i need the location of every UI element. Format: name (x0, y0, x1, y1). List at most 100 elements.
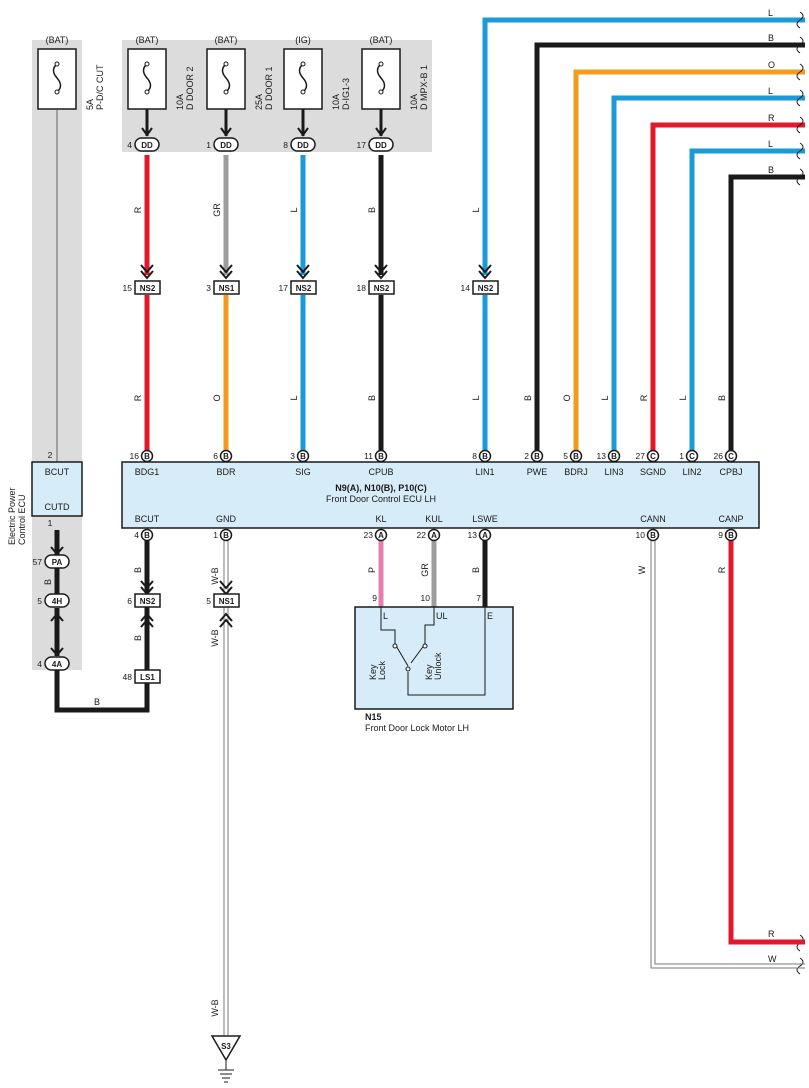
mid-wire-label-3: L (289, 395, 299, 400)
motor-term-e: E (487, 611, 493, 621)
ecu-top-num-7: 5 (563, 451, 568, 461)
fuse-symbol-icon (142, 63, 152, 93)
dd-pin-1: 4 (127, 140, 132, 150)
right-line-label-1: L (768, 8, 773, 18)
ns-code-2: NS1 (219, 284, 235, 293)
wire-sgnd (650, 122, 805, 452)
motor-term-ul: UL (436, 611, 448, 621)
motor-switch-circuit (380, 607, 486, 696)
fuse-d-mpx-b-1: (BAT) 10A D MPX-B 1 (361, 35, 429, 110)
ecu-top-name-6: PWE (527, 467, 548, 477)
ecu-bottom-conn-4: A (431, 531, 437, 540)
ecu-bottom-name-6: CANN (640, 514, 666, 524)
dd-pin-3: 8 (283, 140, 288, 150)
bottom-right-label-w: W (768, 954, 777, 964)
wire-bdrj (573, 69, 805, 452)
fuse-d-door-1: (BAT) 25A D DOOR 1 (206, 35, 274, 110)
power-ecu-label-1: Electric Power (7, 487, 17, 545)
lower-wire-label-4: W-B (210, 629, 220, 646)
ecu-top-num-10: 1 (679, 451, 684, 461)
motor-switch-lock-1: Key (368, 664, 378, 680)
motor-term-l: L (383, 611, 388, 621)
ecu-bottom-conn-1: B (144, 531, 150, 540)
motor-switch-lock-2: Lock (377, 660, 387, 680)
motor-pin-2: 10 (421, 593, 431, 603)
ecu-bottom-name-7: CANP (718, 514, 743, 524)
motor-name: Front Door Lock Motor LH (365, 723, 469, 733)
ecu-top-pin-circles (140, 449, 738, 463)
ground-code: S3 (221, 1042, 231, 1051)
ecu-top-conn-8: B (611, 452, 617, 461)
dd-pin-2: 1 (206, 140, 211, 150)
ecu-top-num-8: 13 (597, 451, 607, 461)
fuse-symbol-icon (52, 63, 62, 93)
left-wire-label-2: B (94, 697, 100, 707)
ns-code-1: NS2 (140, 284, 156, 293)
right-line-label-5: R (768, 113, 775, 123)
ecu-bottom-name-4: KUL (425, 514, 443, 524)
fuse-lead-arrows (141, 127, 387, 137)
power-ecu-pin-bottom: 1 (48, 518, 53, 528)
fuse-pdc-cut: (BAT) 5A P-D/C CUT (37, 35, 105, 110)
ecu-bottom-name-2: GND (216, 514, 237, 524)
fuse-name-5: D MPX-B 1 (419, 65, 429, 110)
lower-conn-code-1: NS2 (140, 597, 156, 606)
mid-wire-label-6: B (523, 395, 533, 401)
lower-wire-label-10: R (717, 566, 727, 573)
wire-pwe (534, 42, 805, 452)
right-line-label-7: B (768, 165, 774, 175)
ns-pin-4: 18 (357, 283, 367, 293)
ecu-top-num-2: 6 (213, 451, 218, 461)
left-chain-code-3: 4A (52, 660, 62, 669)
ns-pin-3: 17 (279, 283, 289, 293)
lower-conn-code-3: NS1 (219, 597, 235, 606)
wire-lin3 (611, 95, 805, 452)
main-ecu-title: N9(A), N10(B), P10(C) (335, 483, 427, 493)
ecu-top-num-5: 8 (472, 451, 477, 461)
ecu-top-name-3: SIG (295, 467, 311, 477)
ecu-bottom-conn-7: B (728, 531, 734, 540)
mid-wire-label-8: L (600, 395, 610, 400)
fuse-rating-1: 5A (85, 99, 95, 110)
motor-switch-unlock-1: Key (424, 664, 434, 680)
lower-wire-label-1: B (133, 567, 143, 573)
wire-cann-lower-2 (654, 540, 805, 965)
ecu-top-conn-4: B (378, 452, 384, 461)
mid-wire-label-11: B (717, 395, 727, 401)
fuse-rating-2: 10A (175, 94, 185, 110)
lower-wire-label-5: W-B (210, 999, 220, 1016)
ecu-top-name-11: CPBJ (719, 467, 742, 477)
ecu-bottom-num-3: 23 (364, 530, 374, 540)
ecu-top-num-9: 27 (636, 451, 646, 461)
upper-wire-label-1: R (133, 206, 143, 213)
wire-left-bottom (54, 670, 150, 713)
main-ecu-subtitle: Front Door Control ECU LH (326, 494, 436, 504)
ecu-top-conn-3: B (300, 452, 306, 461)
fuse-source-3: (BAT) (215, 35, 238, 45)
ns-code-3: NS2 (296, 284, 312, 293)
dd-code-3: DD (297, 141, 309, 150)
mid-wire-label-10: L (678, 395, 688, 400)
main-ecu-box (121, 461, 760, 529)
fuse-source-2: (BAT) (136, 35, 159, 45)
fuse-symbol-icon (221, 63, 231, 93)
mid-wire-label-4: B (367, 395, 377, 401)
ecu-bottom-name-3: KL (375, 514, 386, 524)
upper-wire-label-3: L (289, 207, 299, 212)
wire-canp-lower (728, 540, 805, 945)
ecu-bottom-name-5: LSWE (472, 514, 498, 524)
fuse-name-3: D DOOR 1 (264, 66, 274, 110)
ground-symbol-icon (210, 1035, 242, 1083)
upper-wire-label-2: GR (212, 203, 222, 217)
ecu-bottom-num-1: 4 (134, 530, 139, 540)
left-chain-connectors (44, 554, 70, 671)
fuse-d-ig1-3: (IG) 10A D-IG1-3 (283, 35, 351, 110)
motor-switch-contacts (392, 643, 428, 672)
left-chain-pin-2: 5 (37, 596, 42, 606)
ecu-top-num-1: 16 (130, 451, 140, 461)
power-ecu-box (31, 461, 83, 517)
bottom-right-label-r: R (768, 929, 775, 939)
fuse-source-1: (BAT) (46, 35, 69, 45)
fuse-leads (145, 109, 383, 136)
fuse-rating-4: 10A (331, 94, 341, 110)
